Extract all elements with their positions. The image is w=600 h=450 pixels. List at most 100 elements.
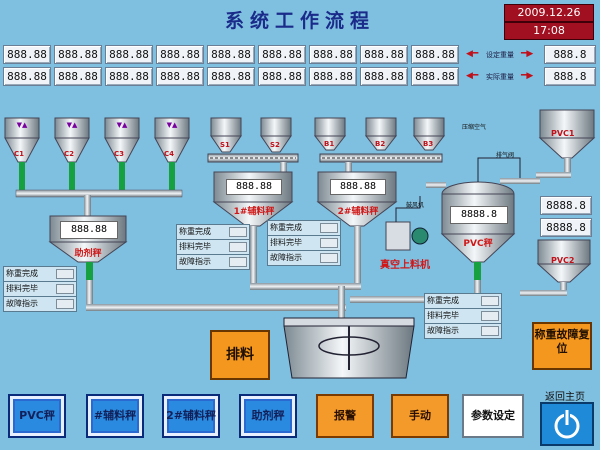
status-row: 称重完成 xyxy=(4,267,76,282)
weight-display: 888.88 xyxy=(309,45,357,64)
hopper-c4 xyxy=(154,117,190,163)
alarm-button[interactable]: 报警 xyxy=(316,394,374,438)
status-indicator xyxy=(320,238,338,248)
arrow-right-icon: ━▶ xyxy=(521,49,534,59)
status-row: 故障指示 xyxy=(268,251,340,265)
hopper-c1-label: C1 xyxy=(14,150,25,158)
weight-display: 888.88 xyxy=(54,67,102,86)
hopper-c2 xyxy=(54,117,90,163)
status-indicator xyxy=(320,253,338,263)
hopper-c1 xyxy=(4,117,40,163)
status-row: 排料完毕 xyxy=(4,282,76,297)
date-display: 2009.12.26 xyxy=(504,4,594,22)
status-indicator xyxy=(481,296,499,306)
weight-display: 888.88 xyxy=(207,45,255,64)
weight-display: 888.88 xyxy=(156,45,204,64)
time-display: 17:08 xyxy=(504,22,594,40)
nav-aux2-scale-button[interactable]: 2#辅料秤 xyxy=(162,394,220,438)
vent-label: 排气阀 xyxy=(496,152,515,159)
hopper-s2-label: S2 xyxy=(270,141,280,149)
status-row: 称重完成 xyxy=(425,294,501,309)
weight-display: 888.88 xyxy=(207,67,255,86)
setpoint-label: 设定重量 xyxy=(486,51,514,59)
status-indicator xyxy=(229,242,247,252)
weight-display: 888.88 xyxy=(3,45,51,64)
status-row: 故障指示 xyxy=(177,255,249,269)
status-row: 称重完成 xyxy=(177,225,249,240)
parameter-settings-button[interactable]: 参数设定 xyxy=(462,394,524,438)
weight-display: 888.88 xyxy=(360,45,408,64)
hopper-c4-label: C4 xyxy=(164,150,175,158)
status-row: 排料完毕 xyxy=(425,309,501,324)
power-icon xyxy=(554,410,580,439)
weight-display: 888.88 xyxy=(54,45,102,64)
weight-display: 888.88 xyxy=(105,67,153,86)
hopper-pvc2 xyxy=(536,239,592,283)
hopper-c2-label: C2 xyxy=(64,150,75,158)
discharge-button[interactable]: 排料 xyxy=(210,330,270,380)
pvc-side-weight-1: 8888.8 xyxy=(540,196,592,215)
hopper-b2-label: B2 xyxy=(375,140,386,148)
weight-display: 888.88 xyxy=(258,45,306,64)
air-label: 压缩空气 xyxy=(462,124,487,131)
nav-pvc-scale-button[interactable]: PVC秤 xyxy=(8,394,66,438)
hopper-indicator-icon: ▼▲ xyxy=(66,121,78,129)
aux2-status-panel: 称重完成 排料完毕 故障指示 xyxy=(267,220,341,266)
status-row: 排料完毕 xyxy=(177,240,249,255)
additive-status-panel: 称重完成 排料完毕 故障指示 xyxy=(3,266,77,312)
hopper-s1 xyxy=(210,117,242,153)
home-button[interactable] xyxy=(540,402,594,446)
status-row: 排料完毕 xyxy=(268,236,340,251)
hopper-b1-label: B1 xyxy=(324,140,335,148)
hopper-b2 xyxy=(364,117,398,151)
hopper-s2 xyxy=(260,117,292,153)
fault-reset-button[interactable]: 称重故障复位 xyxy=(532,322,592,370)
vacuum-loader xyxy=(385,221,429,251)
status-indicator xyxy=(229,227,247,237)
weight-display: 888.88 xyxy=(105,45,153,64)
weight-display: 888.88 xyxy=(411,67,459,86)
hopper-indicator-icon: ▼▲ xyxy=(116,121,128,129)
hopper-pvc2-label: PVC2 xyxy=(551,256,575,265)
arrow-left-icon: ◀━ xyxy=(466,49,479,59)
aux1-status-panel: 称重完成 排料完毕 故障指示 xyxy=(176,224,250,270)
hopper-c3 xyxy=(104,117,140,163)
vacuum-loader-label: 真空上料机 xyxy=(380,260,430,271)
setpoint-value: 888.8 xyxy=(544,45,596,64)
status-indicator xyxy=(56,284,74,294)
pvc-status-panel: 称重完成 排料完毕 故障指示 xyxy=(424,293,502,339)
pvc-scale-weight: 8888.8 xyxy=(450,206,508,224)
aux-scale-2-name: 2#辅料秤 xyxy=(337,207,379,217)
status-row: 故障指示 xyxy=(4,297,76,311)
arrow-left-icon: ◀━ xyxy=(466,71,479,81)
additive-scale-name: 助剂秤 xyxy=(74,249,102,259)
status-row: 故障指示 xyxy=(425,324,501,338)
pvc-side-weight-2: 8888.8 xyxy=(540,218,592,237)
hopper-pvc1-label: PVC1 xyxy=(551,129,575,138)
fan-label: 鼓风机 xyxy=(406,202,425,209)
home-label: 返回主页 xyxy=(545,392,585,403)
status-indicator xyxy=(481,311,499,321)
weight-display: 888.88 xyxy=(258,67,306,86)
nav-additive-scale-button[interactable]: 助剂秤 xyxy=(239,394,297,438)
hopper-indicator-icon: ▼▲ xyxy=(166,121,178,129)
status-indicator xyxy=(320,223,338,233)
manual-button[interactable]: 手动 xyxy=(391,394,449,438)
nav-aux1-scale-button[interactable]: #辅料秤 xyxy=(86,394,144,438)
status-row: 称重完成 xyxy=(268,221,340,236)
status-indicator xyxy=(56,299,74,309)
status-indicator xyxy=(481,326,499,336)
hopper-c3-label: C3 xyxy=(114,150,125,158)
status-indicator xyxy=(56,269,74,279)
aux-scale-1-weight: 888.88 xyxy=(226,179,282,195)
pvc-scale-name: PVC秤 xyxy=(463,239,493,249)
hopper-indicator-icon: ▼▲ xyxy=(16,121,28,129)
weight-display: 888.88 xyxy=(3,67,51,86)
hopper-b1 xyxy=(313,117,347,151)
hopper-b3-label: B3 xyxy=(423,140,434,148)
actual-value: 888.8 xyxy=(544,67,596,86)
page-title: 系统工作流程 xyxy=(224,10,375,32)
weight-display: 888.88 xyxy=(156,67,204,86)
hopper-b3 xyxy=(412,117,446,151)
mixer-vessel xyxy=(283,317,415,379)
